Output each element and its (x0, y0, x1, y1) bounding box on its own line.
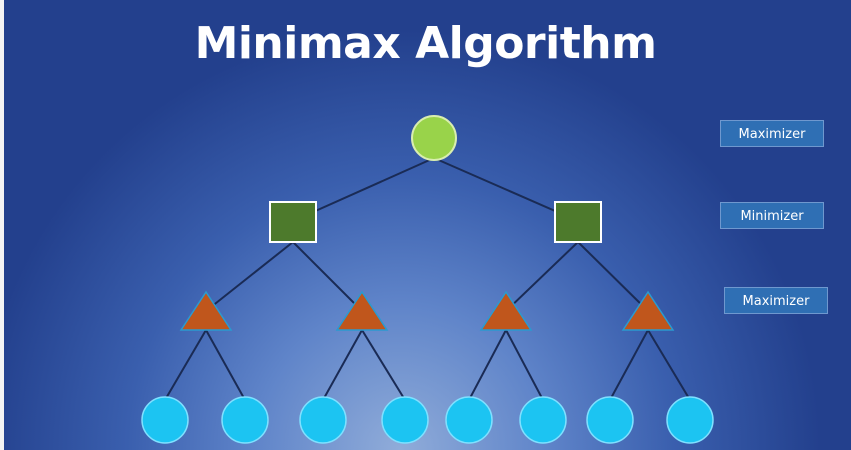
leaf-node-1 (141, 396, 189, 444)
leaf-node-2 (221, 396, 269, 444)
leaf-node-3 (299, 396, 347, 444)
edge-max3-leaf6 (505, 329, 544, 401)
level-label-maximizer-bottom: Maximizer (724, 287, 828, 314)
edge-min1-max1 (205, 241, 294, 312)
leaf-node-5 (445, 396, 493, 444)
edge-min2-max3 (505, 241, 579, 312)
edge-max4-leaf7 (609, 329, 649, 401)
leaf-node-8 (666, 396, 714, 444)
minimizer-node-right (554, 201, 602, 243)
edge-max1-leaf1 (164, 329, 207, 401)
maximizer-node-2 (335, 290, 389, 331)
edge-max1-leaf2 (205, 329, 246, 401)
edge-min1-max2 (292, 241, 363, 312)
maximizer-node-4 (621, 290, 675, 331)
edge-max2-leaf3 (322, 329, 363, 401)
level-label-minimizer: Minimizer (720, 202, 824, 229)
leaf-node-7 (586, 396, 634, 444)
minimizer-node-left (269, 201, 317, 243)
leaf-node-6 (519, 396, 567, 444)
slide-title: Minimax Algorithm (194, 18, 657, 69)
tree-edges (164, 157, 691, 401)
edge-max3-leaf5 (468, 329, 507, 401)
root-maximizer-node (411, 115, 457, 161)
edge-max4-leaf8 (647, 329, 691, 401)
maximizer-node-1 (179, 290, 233, 331)
leaf-nodes (141, 396, 714, 444)
slide-left-edge (0, 0, 4, 450)
edge-max2-leaf4 (361, 329, 406, 401)
maximizer-node-3 (479, 290, 533, 331)
level-label-maximizer-top: Maximizer (720, 120, 824, 147)
leaf-node-4 (381, 396, 429, 444)
edge-min2-max4 (577, 241, 649, 312)
